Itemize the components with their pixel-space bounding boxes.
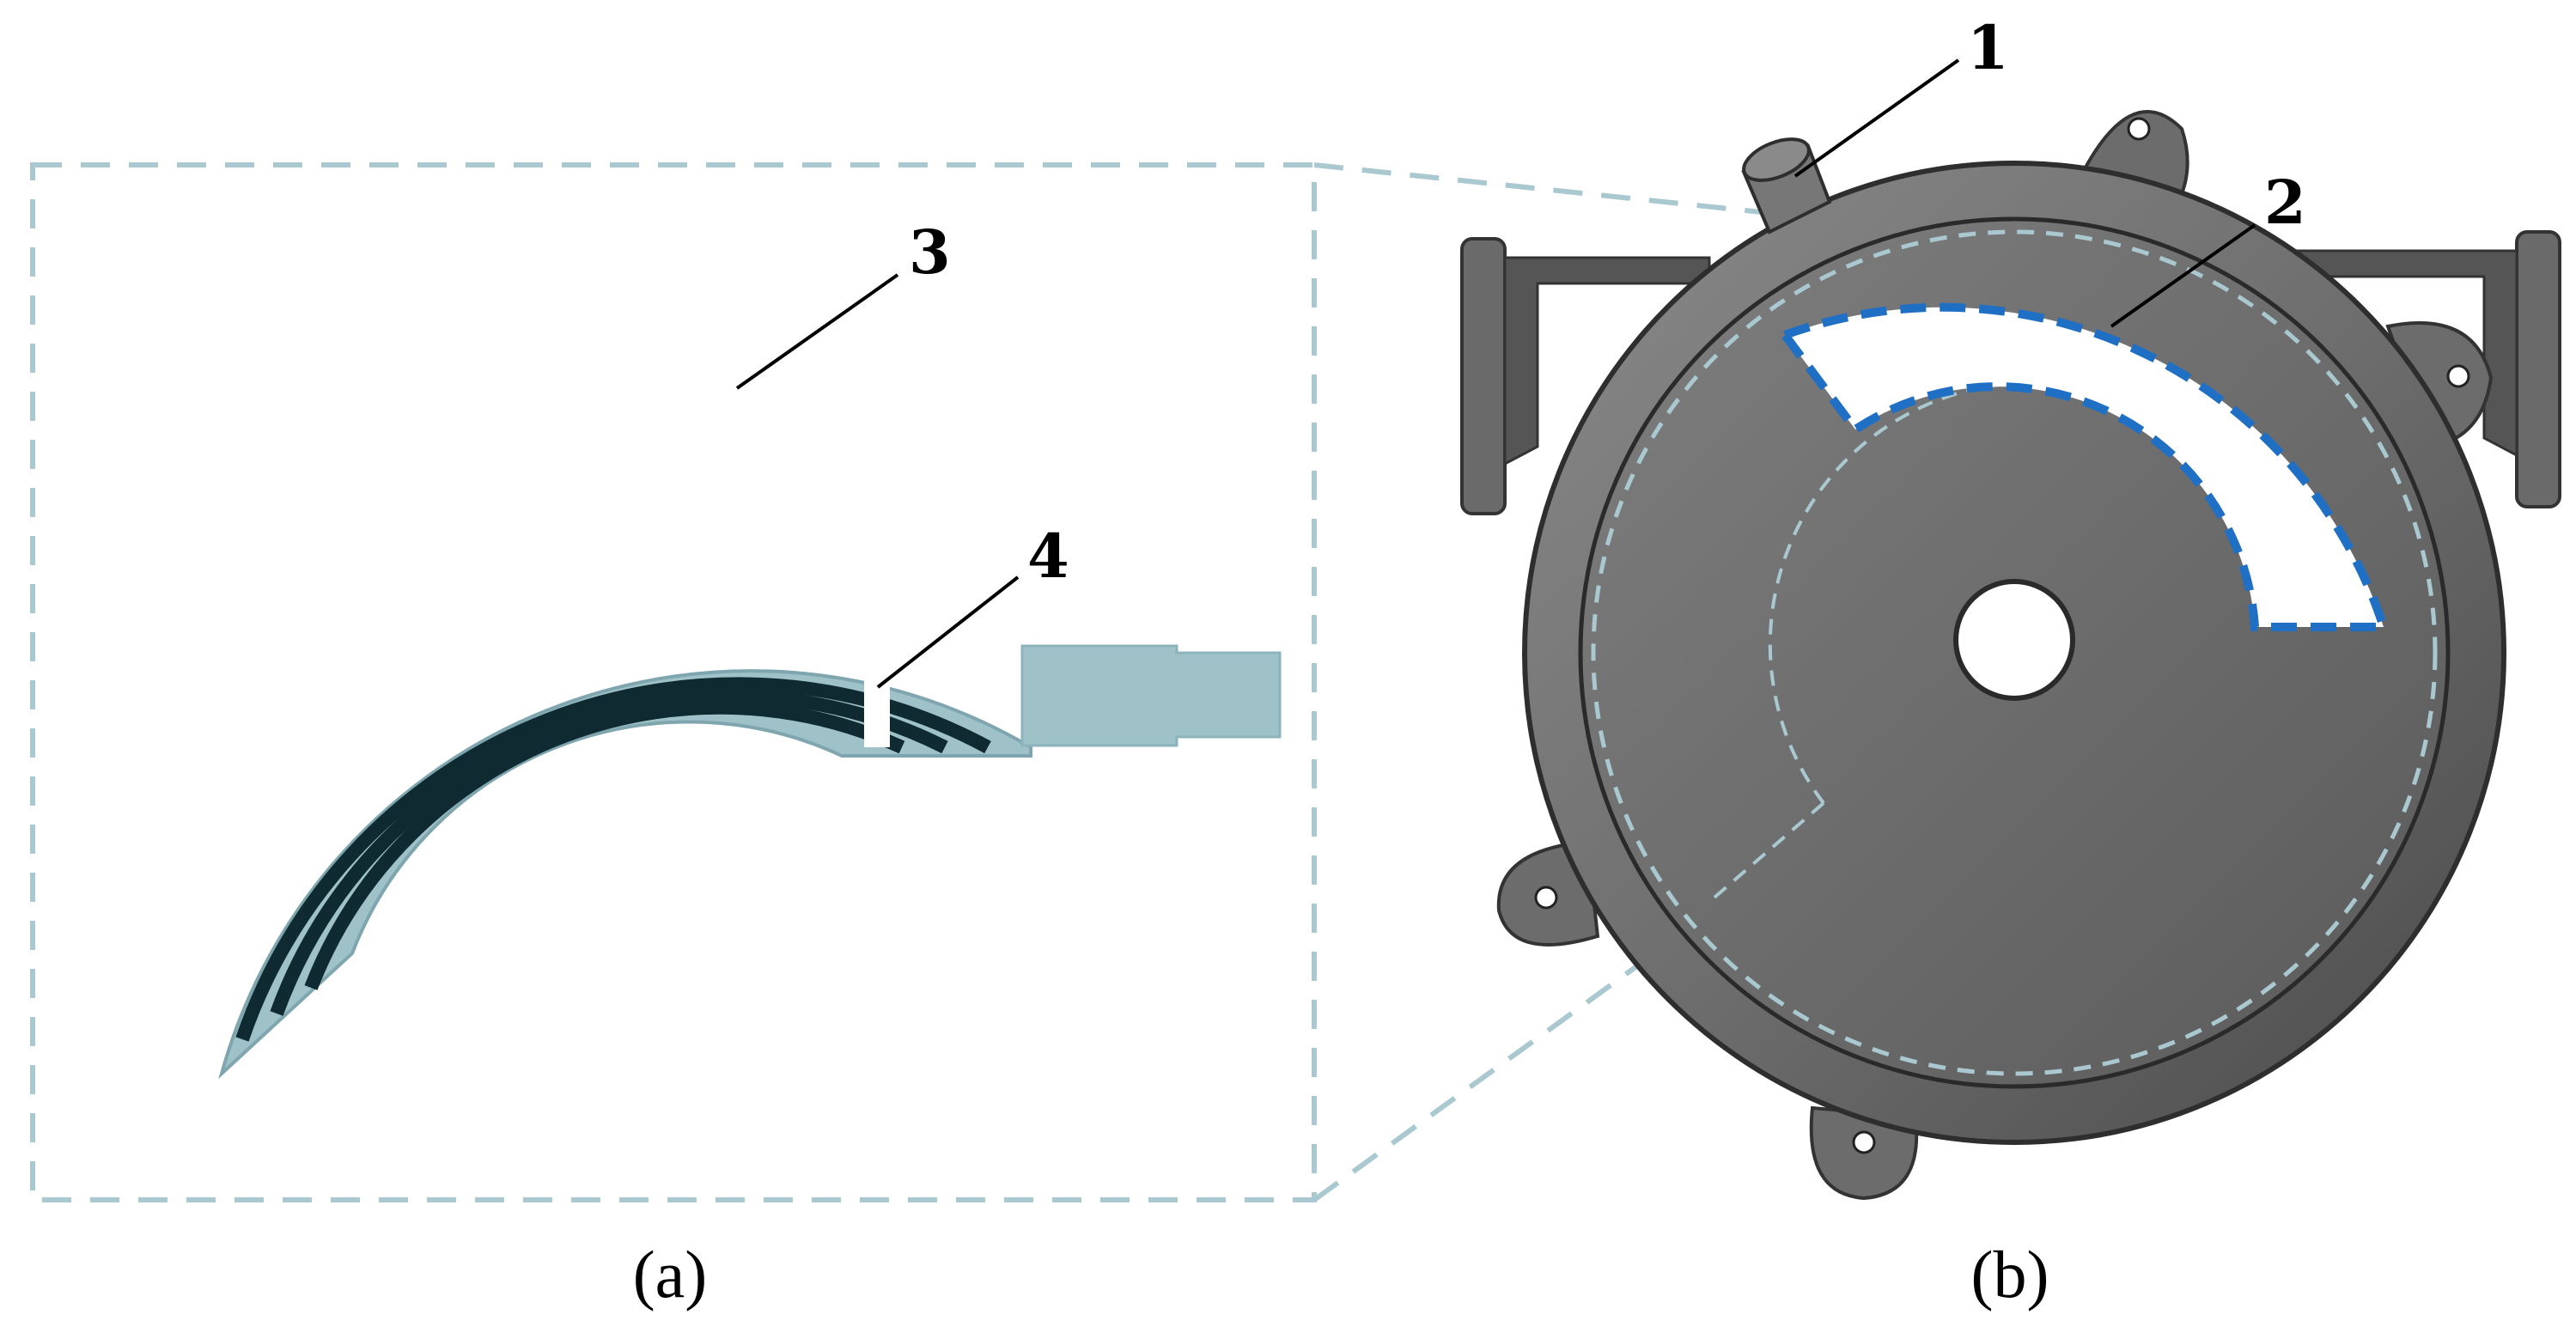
groove-2: [270, 689, 948, 1016]
leader-1: [1793, 58, 1960, 178]
caption-b: (b): [1971, 1237, 2049, 1312]
mounting-ear-right: [2385, 321, 2494, 449]
zoom-connector-bottom: [1312, 942, 1668, 1202]
groove-1: [235, 677, 991, 1042]
zoom-connector-top: [1313, 162, 1770, 216]
panel-a: 3 4 (a): [30, 162, 1317, 1312]
caption-a: (a): [633, 1237, 708, 1312]
callout-2: 2: [2264, 167, 2306, 238]
spiral-channel: [218, 644, 1282, 1080]
callout-1: 1: [1967, 12, 2009, 83]
zoom-frame: [30, 162, 1317, 1202]
callout-4: 4: [1027, 520, 1069, 592]
leader-3: [735, 273, 899, 390]
channel-outline-dashed: [1591, 229, 2438, 1076]
mounting-ear-bottom: [1809, 1105, 1919, 1201]
outlet-section: [1020, 644, 1282, 747]
inlet-gap: [864, 657, 890, 747]
groove-3: [304, 700, 905, 990]
leader-2: [2110, 223, 2256, 328]
highlighted-chamber: [1777, 302, 2390, 631]
callout-3: 3: [909, 216, 951, 288]
leader-4: [876, 575, 1020, 689]
panel-b: 1 2 (b): [1460, 12, 2561, 1312]
bracket-left: [1460, 237, 1711, 515]
center-hole: [1953, 579, 2075, 701]
